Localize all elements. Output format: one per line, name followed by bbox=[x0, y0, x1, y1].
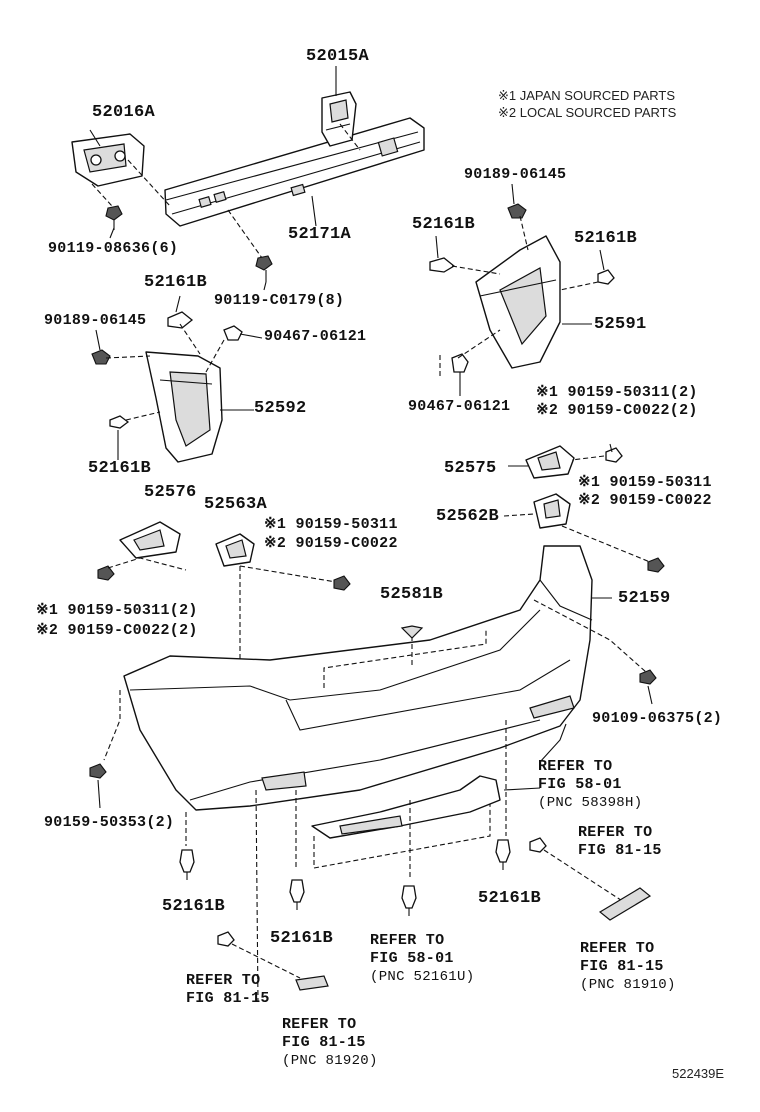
part-label: ※1 90159-50311(2) bbox=[536, 384, 698, 401]
legend-local-sourced: ※2 LOCAL SOURCED PARTS bbox=[498, 105, 677, 120]
reference-note: REFER TO bbox=[580, 940, 655, 957]
side-retainer-right bbox=[475, 235, 561, 369]
reference-note: FIG 81-15 bbox=[282, 1034, 366, 1051]
reference-note: (PNC 52161U) bbox=[370, 969, 475, 985]
part-label: 90189-06145 bbox=[44, 312, 147, 329]
bracket-52576 bbox=[119, 521, 181, 559]
part-label: 52161B bbox=[412, 215, 476, 234]
figure-id: 522439E bbox=[672, 1066, 725, 1081]
part-label: ※2 90159-C0022 bbox=[578, 492, 712, 509]
reference-note: REFER TO bbox=[578, 824, 653, 841]
bracket-52563A bbox=[215, 533, 255, 567]
part-label: 90159-50353(2) bbox=[44, 814, 175, 831]
part-label: 52161B bbox=[478, 889, 542, 908]
part-label: 52161B bbox=[162, 897, 226, 916]
legend-japan-sourced: ※1 JAPAN SOURCED PARTS bbox=[498, 88, 676, 103]
reflector-left bbox=[295, 975, 329, 991]
part-label: 52161B bbox=[270, 929, 334, 948]
reference-note: FIG 81-15 bbox=[186, 990, 270, 1007]
part-label: 52161B bbox=[144, 273, 208, 292]
clip-bottom-right bbox=[495, 839, 511, 870]
reference-note: FIG 58-01 bbox=[370, 950, 454, 967]
part-label: ※1 90159-50311 bbox=[578, 474, 712, 491]
part-label: 52575 bbox=[444, 459, 497, 478]
part-label: 90467-06121 bbox=[408, 398, 511, 415]
reference-note: (PNC 81920) bbox=[282, 1053, 378, 1069]
reference-note: (PNC 81910) bbox=[580, 977, 676, 993]
bracket-52016A bbox=[71, 133, 145, 187]
clip-bottom-mid bbox=[289, 879, 305, 910]
part-label: 90467-06121 bbox=[264, 328, 367, 345]
part-label: 52171A bbox=[288, 225, 352, 244]
part-label: 90109-06375(2) bbox=[592, 710, 723, 727]
part-label: 52161B bbox=[574, 229, 638, 248]
part-label: ※1 90159-50311 bbox=[264, 516, 398, 533]
part-label: 90189-06145 bbox=[464, 166, 567, 183]
bumper-reinforcement-beam bbox=[164, 117, 425, 227]
part-label: ※1 90159-50311(2) bbox=[36, 602, 198, 619]
reflector-right bbox=[598, 887, 652, 921]
reference-note: REFER TO bbox=[282, 1016, 357, 1033]
bracket-52575 bbox=[525, 445, 575, 479]
clip-bottom-left bbox=[179, 849, 195, 880]
part-label: ※2 90159-C0022(2) bbox=[36, 622, 198, 639]
part-label: 52562B bbox=[436, 507, 500, 526]
part-label: 90119-C0179(8) bbox=[214, 292, 345, 309]
reference-note: FIG 58-01 bbox=[538, 776, 622, 793]
part-label: 52161B bbox=[88, 459, 152, 478]
reference-note: REFER TO bbox=[186, 972, 261, 989]
reference-note: REFER TO bbox=[370, 932, 445, 949]
part-label: 52592 bbox=[254, 399, 307, 418]
part-label: 90119-08636(6) bbox=[48, 240, 179, 257]
part-label: 52159 bbox=[618, 589, 671, 608]
part-label: ※2 90159-C0022(2) bbox=[536, 402, 698, 419]
bracket-52562B bbox=[533, 493, 571, 529]
reference-note: FIG 81-15 bbox=[580, 958, 664, 975]
part-label: 52016A bbox=[92, 103, 156, 122]
clip-bottom-center bbox=[401, 885, 417, 916]
part-label: 52563A bbox=[204, 495, 268, 514]
reference-note: (PNC 58398H) bbox=[538, 795, 643, 811]
part-label: 52015A bbox=[306, 47, 370, 66]
part-label: ※2 90159-C0022 bbox=[264, 535, 398, 552]
reference-note: FIG 81-15 bbox=[578, 842, 662, 859]
part-label: 52576 bbox=[144, 483, 197, 502]
part-label: 52581B bbox=[380, 585, 444, 604]
bumper-cover bbox=[123, 545, 593, 811]
reference-note: REFER TO bbox=[538, 758, 613, 775]
part-label: 52591 bbox=[594, 315, 647, 334]
side-retainer-left bbox=[145, 351, 223, 463]
lower-skirt bbox=[311, 775, 501, 839]
